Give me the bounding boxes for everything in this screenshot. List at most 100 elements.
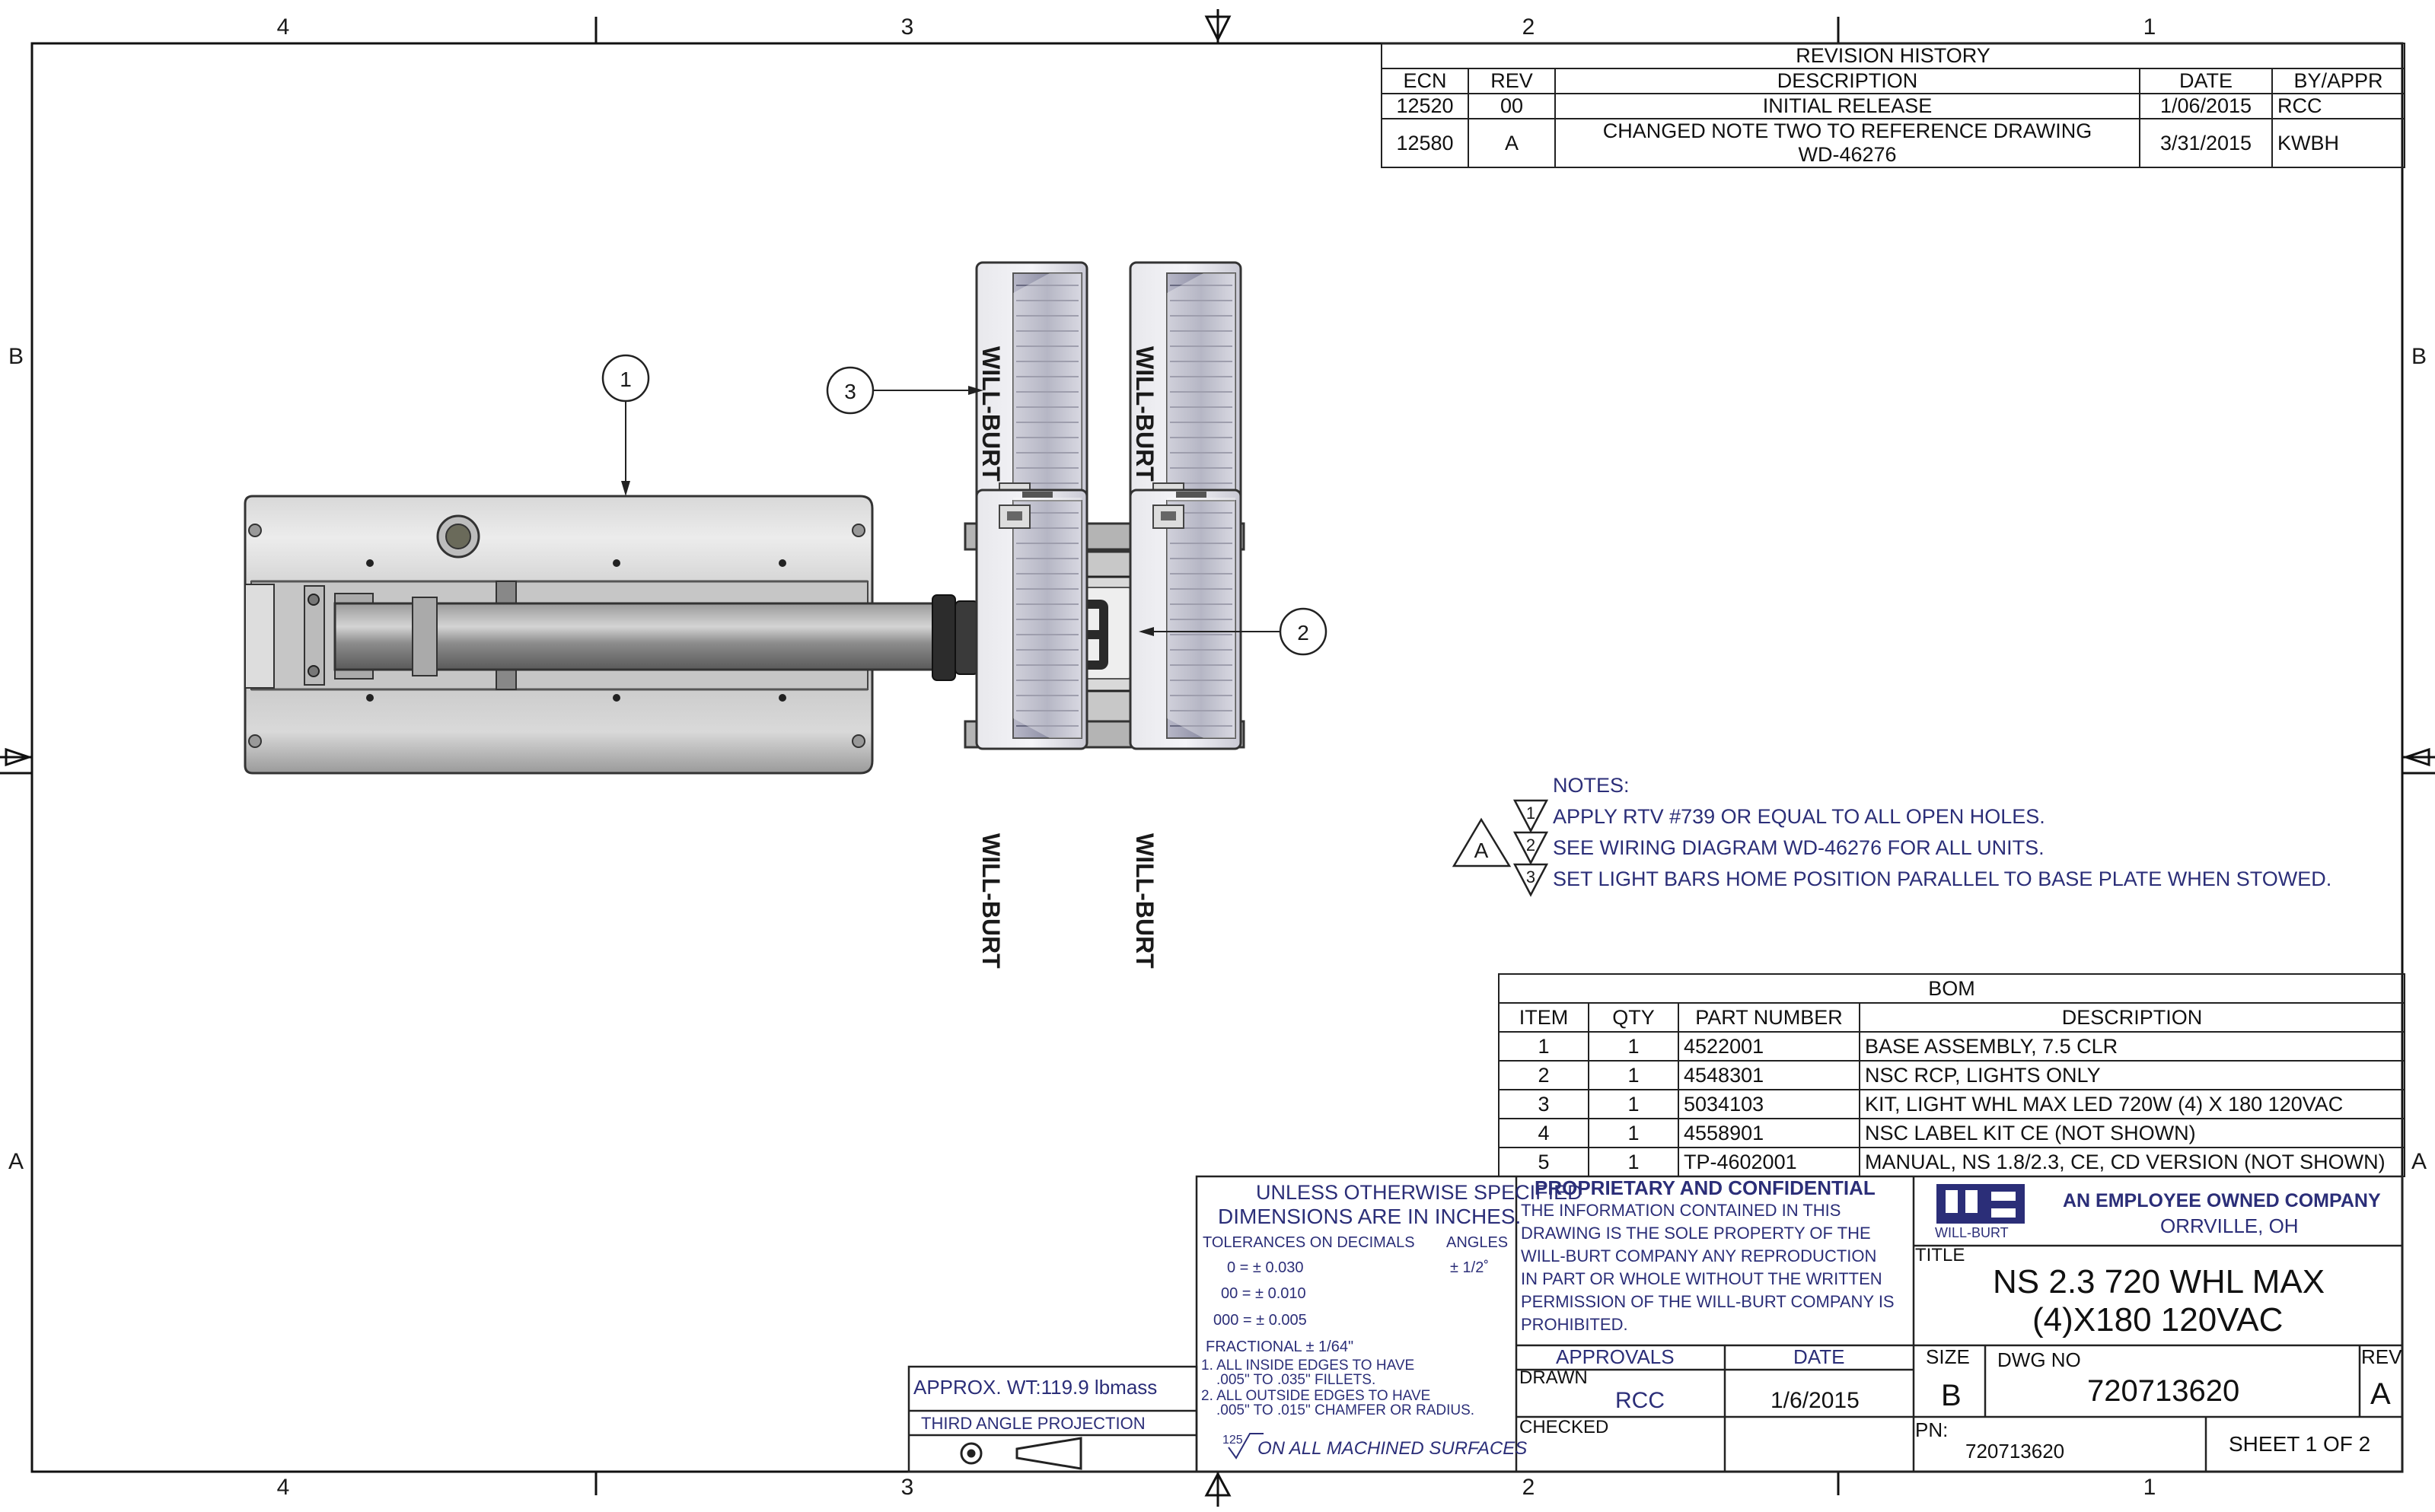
edge-note-2a: 2. ALL OUTSIDE EDGES TO HAVE <box>1201 1388 1431 1404</box>
zone-bottom-1: 1 <box>2143 1475 2156 1500</box>
title-label: TITLE <box>1915 1245 1965 1265</box>
bom-header-part-number: PART NUMBER <box>1678 1002 1860 1033</box>
checked-label: CHECKED <box>1519 1417 1609 1437</box>
svg-text:3: 3 <box>844 380 856 403</box>
note-rev-marker: A <box>1474 839 1489 862</box>
balloon-2: 2 <box>1139 607 1327 656</box>
rev-header-description: DESCRIPTION <box>1554 68 2140 94</box>
tolerance-fractional: FRACTIONAL ± 1/64" <box>1206 1339 1354 1355</box>
size-value: B <box>1941 1379 1962 1412</box>
zone-right-a: A <box>2411 1149 2427 1174</box>
company-city: ORRVILLE, OH <box>2160 1214 2299 1237</box>
edge-note-1b: .005" TO .035" FILLETS. <box>1216 1372 1376 1388</box>
zone-right-b: B <box>2411 344 2427 369</box>
rev-desc-line1: CHANGED NOTE TWO TO REFERENCE DRAWING <box>1602 119 2092 142</box>
tolerances-angles-label: ANGLES <box>1446 1234 1509 1251</box>
pn-value: 720713620 <box>1965 1440 2065 1463</box>
lightbar-brand-label: WILL-BURT <box>977 833 1005 969</box>
bom-header-description: DESCRIPTION <box>1859 1002 2405 1033</box>
third-angle-projection-symbol <box>960 1437 1082 1470</box>
drawn-date: 1/6/2015 <box>1770 1388 1860 1413</box>
revision-history-title: REVISION HISTORY <box>1381 43 2405 69</box>
zone-bottom-2: 2 <box>1522 1475 1535 1500</box>
company-logo-text: WILL-BURT <box>1935 1225 2009 1240</box>
proprietary-line: WILL-BURT COMPANY ANY REPRODUCTION <box>1521 1246 1877 1265</box>
rev-header-by: BY/APPR <box>2271 68 2405 94</box>
rev-value: A <box>2370 1377 2391 1411</box>
bom-title: BOM <box>1498 973 2405 1004</box>
tolerance-line-2: DIMENSIONS ARE IN INCHES. <box>1218 1205 1522 1228</box>
edge-note-2b: .005" TO .015" CHAMFER OR RADIUS. <box>1216 1402 1475 1418</box>
will-burt-logo <box>1936 1184 2025 1224</box>
approvals-header: APPROVALS <box>1556 1345 1675 1368</box>
approvals-date-header: DATE <box>1793 1345 1845 1368</box>
tolerances-decimals-label: TOLERANCES ON DECIMALS <box>1203 1234 1415 1251</box>
projection-label: THIRD ANGLE PROJECTION <box>921 1414 1146 1433</box>
rev-header-rev: REV <box>1468 68 1556 94</box>
drawing-title-line-1: NS 2.3 720 WHL MAX <box>1993 1263 2325 1300</box>
dwg-no-label: DWG NO <box>1997 1348 2081 1371</box>
lightbar-brand-label: WILL-BURT <box>1131 833 1159 969</box>
size-label: SIZE <box>1926 1345 1970 1368</box>
zone-left-a: A <box>8 1149 24 1174</box>
tolerance-angle-value: ± 1/2˚ <box>1450 1259 1489 1276</box>
note-triangles <box>1452 799 1549 897</box>
center-markers <box>0 9 2435 1507</box>
approx-weight: APPROX. WT:119.9 lbmass <box>913 1376 1158 1399</box>
lightbar-brand-label: WILL-BURT <box>1131 346 1159 482</box>
note-2: SEE WIRING DIAGRAM WD-46276 FOR ALL UNIT… <box>1553 836 2045 859</box>
proprietary-line: PROHIBITED. <box>1521 1315 1628 1334</box>
sheet-number: SHEET 1 OF 2 <box>2229 1432 2371 1456</box>
base-assembly-drawing <box>244 495 1025 775</box>
rev-label: REV <box>2361 1345 2402 1368</box>
svg-text:2: 2 <box>1297 621 1309 645</box>
proprietary-line: PERMISSION OF THE WILL-BURT COMPANY IS <box>1521 1292 1895 1311</box>
zone-ticks <box>0 17 2435 1495</box>
notes-block: NOTES: APPLY RTV #739 OR EQUAL TO ALL OP… <box>1553 770 2331 895</box>
note-number-1: 1 <box>1526 804 1535 823</box>
tolerance-decimal-1: 0 = ± 0.030 <box>1227 1259 1304 1276</box>
surface-finish-value: 125 <box>1222 1434 1243 1447</box>
notes-title: NOTES: <box>1553 774 1630 797</box>
rev-header-date: DATE <box>2139 68 2273 94</box>
note-1: APPLY RTV #739 OR EQUAL TO ALL OPEN HOLE… <box>1553 805 2045 828</box>
proprietary-line: DRAWING IS THE SOLE PROPERTY OF THE <box>1521 1224 1871 1243</box>
tolerance-decimal-3: 000 = ± 0.005 <box>1213 1312 1307 1329</box>
tolerance-decimal-2: 00 = ± 0.010 <box>1221 1285 1306 1302</box>
note-number-3: 3 <box>1526 867 1535 887</box>
zone-left-b: B <box>8 344 24 369</box>
bom-header-qty: QTY <box>1588 1002 1679 1033</box>
light-bar-bottom-left <box>975 489 1088 750</box>
balloon-3: 3 <box>826 366 983 415</box>
revision-history-table: REVISION HISTORY ECN REV DESCRIPTION DAT… <box>1381 43 2405 168</box>
zone-top-2: 2 <box>1522 14 1535 40</box>
company-tagline: AN EMPLOYEE OWNED COMPANY <box>2063 1190 2381 1211</box>
proprietary-line: IN PART OR WHOLE WITHOUT THE WRITTEN <box>1521 1269 1882 1288</box>
surface-finish-symbol <box>1228 1433 1264 1459</box>
table-row: 12520 00 INITIAL RELEASE 1/06/2015 RCC <box>1381 93 2405 119</box>
proprietary-line: THE INFORMATION CONTAINED IN THIS <box>1521 1201 1841 1220</box>
bom-header-item: ITEM <box>1498 1002 1589 1033</box>
proprietary-title: PROPRIETARY AND CONFIDENTIAL <box>1535 1176 1876 1199</box>
tolerance-line-1: UNLESS OTHERWISE SPECIFIED <box>1256 1181 1582 1204</box>
zone-top-1: 1 <box>2143 14 2156 40</box>
title-block-frame <box>907 1175 2404 1473</box>
svg-text:1: 1 <box>620 368 632 391</box>
note-number-2: 2 <box>1526 836 1535 855</box>
edge-note-1a: 1. ALL INSIDE EDGES TO HAVE <box>1201 1358 1415 1374</box>
zone-top-3: 3 <box>901 14 914 40</box>
surface-finish-text: ON ALL MACHINED SURFACES <box>1257 1438 1528 1459</box>
lightbar-brand-label: WILL-BURT <box>977 346 1005 482</box>
table-row: 12580 A CHANGED NOTE TWO TO REFERENCE DR… <box>1381 118 2405 168</box>
pn-label: PN: <box>1915 1418 1949 1441</box>
dwg-no-value: 720713620 <box>2087 1374 2240 1408</box>
zone-bottom-4: 4 <box>277 1475 290 1500</box>
rev-desc-line2: WD-46276 <box>1798 143 1897 166</box>
